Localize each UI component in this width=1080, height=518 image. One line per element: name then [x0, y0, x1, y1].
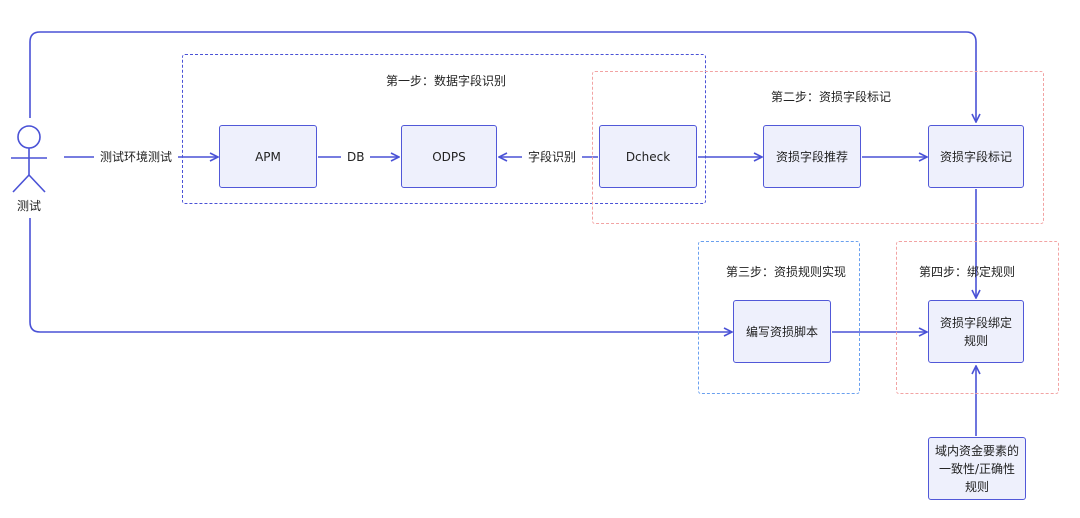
node-bind[interactable]: 资损字段绑定规则: [928, 300, 1024, 363]
group-step3-title: 第三步：资损规则实现: [726, 265, 847, 279]
group-step1: [182, 54, 706, 204]
edge-actor-mark: [29, 31, 976, 122]
node-mark[interactable]: 资损字段标记: [928, 125, 1024, 188]
edge-actor-script: [29, 218, 732, 332]
actor-head: [17, 125, 41, 149]
group-step2: [592, 71, 1044, 224]
edge-label-actor-apm: 测试环境测试: [94, 149, 179, 165]
group-step2-title: 第二步：资损字段标记: [771, 90, 892, 104]
edge-label-apm-odps: DB: [341, 149, 371, 165]
node-odps[interactable]: ODPS: [401, 125, 497, 188]
node-recommend[interactable]: 资损字段推荐: [763, 125, 861, 188]
actor-icon: [11, 125, 47, 193]
node-consistency[interactable]: 域内资金要素的一致性/正确性规则: [928, 437, 1026, 500]
actor-leg-right: [28, 174, 46, 193]
node-script[interactable]: 编写资损脚本: [733, 300, 831, 363]
group-step3: [698, 241, 860, 394]
actor-label: 测试: [17, 199, 42, 213]
group-step4-title: 第四步：绑定规则: [919, 265, 1016, 279]
edge-label-dcheck-odps: 字段识别: [522, 149, 583, 165]
node-apm[interactable]: APM: [219, 125, 317, 188]
group-step1-title: 第一步：数据字段识别: [386, 74, 507, 88]
node-dcheck[interactable]: Dcheck: [599, 125, 697, 188]
actor-leg-left: [12, 174, 30, 193]
group-step4: [896, 241, 1059, 394]
